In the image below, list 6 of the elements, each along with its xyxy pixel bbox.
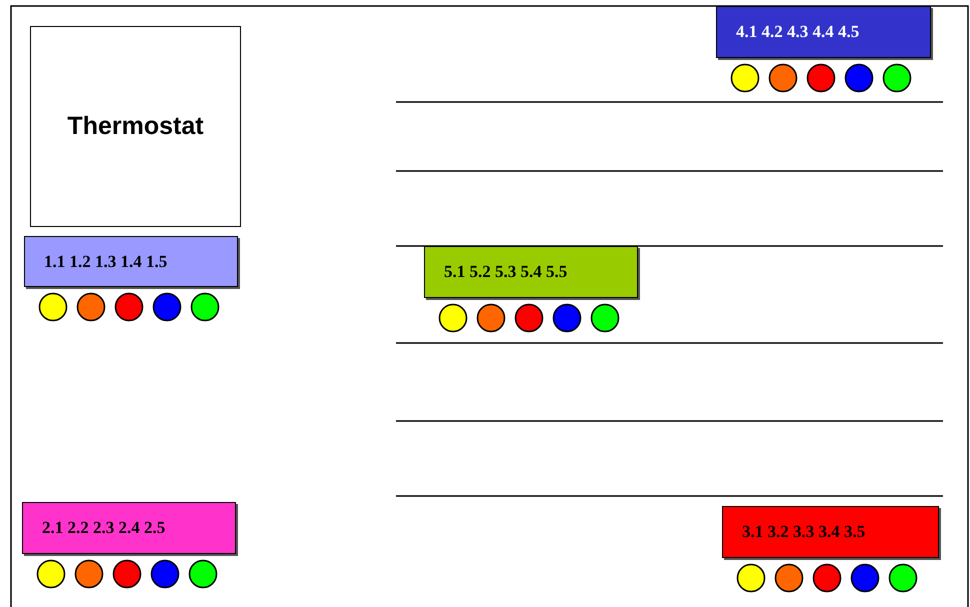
label-bar: 3.1 3.2 3.3 3.4 3.5	[722, 506, 939, 558]
thermostat-box: Thermostat	[30, 26, 241, 227]
label-bar: 1.1 1.2 1.3 1.4 1.5	[24, 236, 238, 287]
label-bar: 2.1 2.2 2.3 2.4 2.5	[22, 502, 236, 554]
label-bar: 4.1 4.2 4.3 4.4 4.5	[716, 6, 931, 58]
label-bar: 5.1 5.2 5.3 5.4 5.5	[424, 246, 638, 298]
